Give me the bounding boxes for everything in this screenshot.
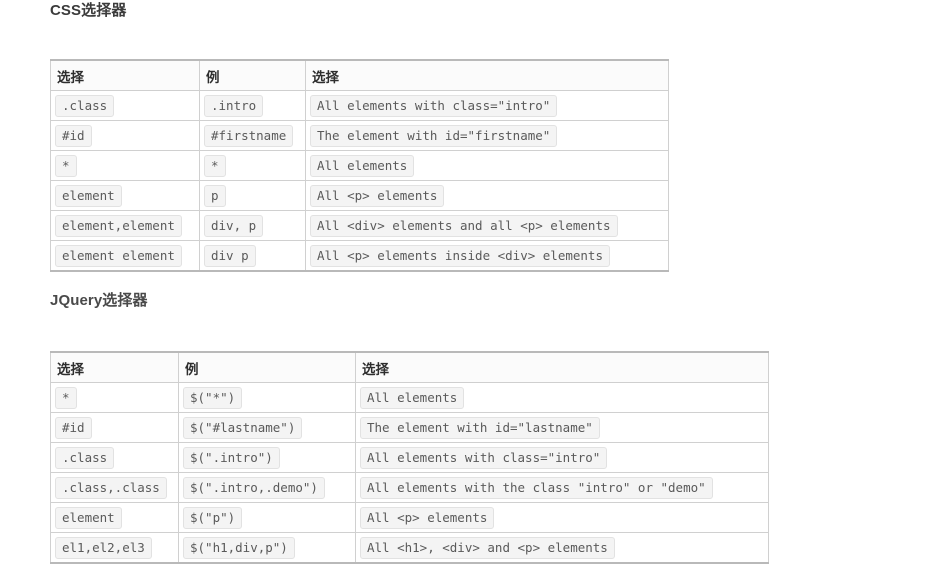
table-row: .class $(".intro") All elements with class… <box>50 442 769 473</box>
code-chip: el1,el2,el3 <box>55 536 152 559</box>
cell-selector: element <box>50 180 200 211</box>
table-row: #id $("#lastname") The element with id="la… <box>50 412 769 443</box>
code-chip: .class,.class <box>55 476 167 499</box>
cell-selector: element <box>50 502 179 533</box>
cell-description: All elements <box>355 382 769 413</box>
jquery-selectors-table: 选择 例 选择 * $("*") All elements #id $("#lastna… <box>50 351 769 564</box>
cell-selector: * <box>50 150 200 181</box>
code-chip: $(".intro,.demo") <box>183 476 325 499</box>
column-header-example: 例 <box>178 351 356 383</box>
code-chip: All <p> elements inside <div> elements <box>310 244 610 267</box>
table-row: element,element div, p All <div> elements … <box>50 210 669 241</box>
code-chip: #firstname <box>204 124 294 147</box>
table-row: element element div p All <p> elements ins… <box>50 240 669 272</box>
cell-selector: .class <box>50 442 179 473</box>
cell-description: The element with id="firstname" <box>305 120 669 151</box>
css-selectors-table: 选择 例 选择 .class .intro All elements with cl… <box>50 59 669 272</box>
code-chip: p <box>204 184 226 207</box>
cell-description: All <p> elements inside <div> elements <box>305 240 669 272</box>
cell-description: All elements with class="intro" <box>305 90 669 121</box>
cell-description: All <div> elements and all <p> elements <box>305 210 669 241</box>
code-chip: All elements <box>310 154 415 177</box>
code-chip: All <div> elements and all <p> elements <box>310 214 618 237</box>
code-chip: All elements <box>360 386 465 409</box>
table-header-row: 选择 例 选择 <box>50 59 669 91</box>
cell-description: All elements with class="intro" <box>355 442 769 473</box>
cell-example: $("#lastname") <box>178 412 356 443</box>
code-chip: All <h1>, <div> and <p> elements <box>360 536 615 559</box>
cell-example: div, p <box>199 210 306 241</box>
table-header-row: 选择 例 选择 <box>50 351 769 383</box>
table-row: element p All <p> elements <box>50 180 669 211</box>
code-chip: element element <box>55 244 182 267</box>
cell-example: $("*") <box>178 382 356 413</box>
table-row: el1,el2,el3 $("h1,div,p") All <h1>, <div> … <box>50 532 769 564</box>
table-row: #id #firstname The element with id="firstn… <box>50 120 669 151</box>
code-chip: $(".intro") <box>183 446 280 469</box>
cell-description: All <h1>, <div> and <p> elements <box>355 532 769 564</box>
code-chip: element <box>55 506 122 529</box>
cell-selector: #id <box>50 412 179 443</box>
cell-description: All elements with the class "intro" or "… <box>355 472 769 503</box>
cell-selector: element,element <box>50 210 200 241</box>
cell-selector: element element <box>50 240 200 272</box>
code-chip: .class <box>55 446 115 469</box>
code-chip: All elements with class="intro" <box>310 94 558 117</box>
cell-description: All elements <box>305 150 669 181</box>
table-row: .class,.class $(".intro,.demo") All elemen… <box>50 472 769 503</box>
code-chip: * <box>55 154 77 177</box>
code-chip: * <box>55 386 77 409</box>
cell-example: $("h1,div,p") <box>178 532 356 564</box>
column-header-description: 选择 <box>305 59 669 91</box>
cell-example: $(".intro") <box>178 442 356 473</box>
cell-selector: #id <box>50 120 200 151</box>
cell-example: div p <box>199 240 306 272</box>
code-chip: #id <box>55 416 92 439</box>
table-row: element $("p") All <p> elements <box>50 502 769 533</box>
code-chip: element,element <box>55 214 182 237</box>
table-row: * * All elements <box>50 150 669 181</box>
page-title-css-selectors: CSS选择器 <box>50 2 127 19</box>
column-header-selector: 选择 <box>50 59 200 91</box>
code-chip: #id <box>55 124 92 147</box>
column-header-description: 选择 <box>355 351 769 383</box>
code-chip: $("#lastname") <box>183 416 303 439</box>
cell-description: The element with id="lastname" <box>355 412 769 443</box>
code-chip: All <p> elements <box>360 506 495 529</box>
code-chip: All elements with class="intro" <box>360 446 608 469</box>
code-chip: div, p <box>204 214 264 237</box>
code-chip: The element with id="lastname" <box>360 416 600 439</box>
cell-example: p <box>199 180 306 211</box>
code-chip: $("p") <box>183 506 243 529</box>
code-chip: $("*") <box>183 386 243 409</box>
code-chip: * <box>204 154 226 177</box>
column-header-example: 例 <box>199 59 306 91</box>
cell-description: All <p> elements <box>355 502 769 533</box>
column-header-selector: 选择 <box>50 351 179 383</box>
cell-selector: * <box>50 382 179 413</box>
cell-selector: .class <box>50 90 200 121</box>
table-row: .class .intro All elements with class="int… <box>50 90 669 121</box>
code-chip: $("h1,div,p") <box>183 536 295 559</box>
table-row: * $("*") All elements <box>50 382 769 413</box>
cell-example: $(".intro,.demo") <box>178 472 356 503</box>
code-chip: All <p> elements <box>310 184 445 207</box>
cell-selector: .class,.class <box>50 472 179 503</box>
code-chip: div p <box>204 244 256 267</box>
code-chip: The element with id="firstname" <box>310 124 558 147</box>
cell-example: .intro <box>199 90 306 121</box>
code-chip: element <box>55 184 122 207</box>
code-chip: .class <box>55 94 115 117</box>
cell-example: $("p") <box>178 502 356 533</box>
cell-example: * <box>199 150 306 181</box>
cell-example: #firstname <box>199 120 306 151</box>
cell-description: All <p> elements <box>305 180 669 211</box>
code-chip: .intro <box>204 94 264 117</box>
page-title-jquery-selectors: JQuery选择器 <box>50 292 148 309</box>
cell-selector: el1,el2,el3 <box>50 532 179 564</box>
code-chip: All elements with the class "intro" or "… <box>360 476 713 499</box>
